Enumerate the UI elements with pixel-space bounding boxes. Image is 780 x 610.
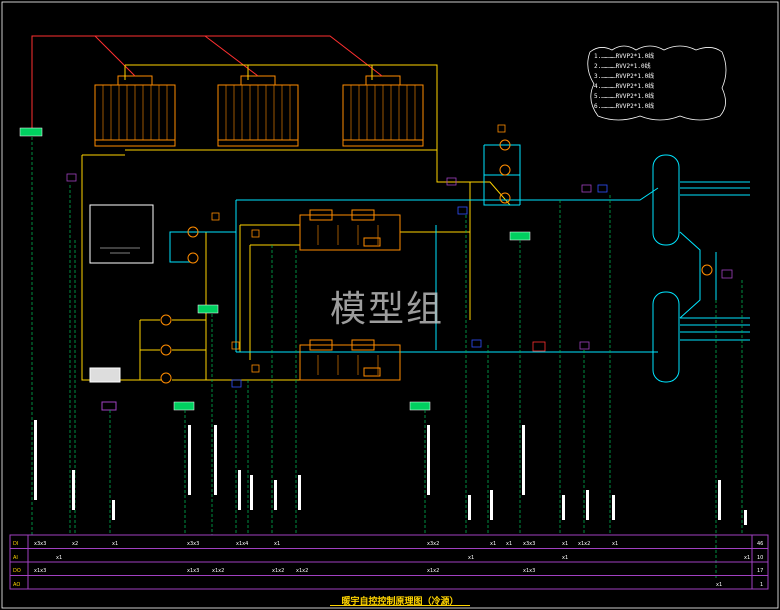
svg-text:x3x2: x3x2 xyxy=(427,541,439,547)
svg-text:x1x3: x1x3 xyxy=(34,568,46,574)
bus-label-ai: AI xyxy=(13,555,18,561)
bus-marks: x3x3 x2 x1 x3x3 x1x4 x1 x3x2 x1 x1 x3x3 … xyxy=(34,541,750,588)
bus-total-di: 46 xyxy=(757,541,763,547)
svg-text:x1: x1 xyxy=(274,541,280,547)
notes-cloud xyxy=(587,45,727,121)
title-underline xyxy=(330,605,470,606)
svg-text:x3x3: x3x3 xyxy=(523,541,535,547)
svg-text:x1: x1 xyxy=(468,555,474,561)
io-bus-table xyxy=(9,534,769,590)
watermark: 模型组 xyxy=(330,289,445,330)
cooling-tower-3 xyxy=(342,75,424,147)
bus-label-di: DI xyxy=(13,541,18,547)
pumps xyxy=(160,139,713,384)
svg-text:x1x2: x1x2 xyxy=(578,541,590,547)
bus-total-do: 17 xyxy=(757,568,763,574)
svg-text:x1x3: x1x3 xyxy=(523,568,535,574)
power-lines xyxy=(31,35,383,128)
cooling-tower-1 xyxy=(94,75,176,147)
drawing-title-text: 暖宇自控控制原理图（冷源） xyxy=(341,597,459,607)
svg-text:x1: x1 xyxy=(612,541,618,547)
note-line: 6.…………RVVP2*1.0线 xyxy=(594,103,655,110)
bus-total-ao: 1 xyxy=(760,582,763,588)
svg-text:x1x2: x1x2 xyxy=(212,568,224,574)
note-line: 5.…………RVVP2*1.0线 xyxy=(594,93,655,100)
control-lines xyxy=(31,137,743,580)
svg-text:x1: x1 xyxy=(562,541,568,547)
svg-text:x1x4: x1x4 xyxy=(236,541,248,547)
svg-text:x1: x1 xyxy=(562,555,568,561)
bus-row-labels: DI AI DO AO 46 10 17 1 xyxy=(13,541,763,588)
sensors xyxy=(66,124,733,388)
svg-text:x1: x1 xyxy=(744,555,750,561)
svg-text:x1: x1 xyxy=(56,555,62,561)
svg-text:x2: x2 xyxy=(72,541,78,547)
svg-text:x1x3: x1x3 xyxy=(187,568,199,574)
notes-block: 1.…………RVVP2*1.0线 2.…………RVV2*1.0线 3.…………R… xyxy=(594,52,654,112)
note-line: 1.…………RVVP2*1.0线 xyxy=(594,53,655,60)
return-header xyxy=(652,291,680,383)
cooling-tower-2 xyxy=(217,75,299,147)
svg-text:x1: x1 xyxy=(506,541,512,547)
svg-text:x3x3: x3x3 xyxy=(34,541,46,547)
chiller-1 xyxy=(299,209,401,251)
note-line: 2.…………RVV2*1.0线 xyxy=(594,63,651,70)
svg-text:x1x2: x1x2 xyxy=(427,568,439,574)
svg-text:x1: x1 xyxy=(112,541,118,547)
controllers xyxy=(19,127,531,411)
svg-text:x3x3: x3x3 xyxy=(187,541,199,547)
svg-text:x1x2: x1x2 xyxy=(272,568,284,574)
bus-label-ao: AO xyxy=(13,582,20,588)
svg-text:x1x2: x1x2 xyxy=(296,568,308,574)
bus-total-ai: 10 xyxy=(757,555,763,561)
water-treatment xyxy=(89,367,121,411)
supply-header xyxy=(652,154,680,246)
svg-text:x1: x1 xyxy=(716,582,722,588)
cable-spec-labels xyxy=(34,420,747,525)
expansion-tank xyxy=(89,204,154,264)
svg-text:x1: x1 xyxy=(490,541,496,547)
chilled-water-piping xyxy=(169,144,750,353)
note-line: 3.…………RVVP2*1.0线 xyxy=(594,73,655,80)
chiller-2 xyxy=(299,339,401,381)
drawing-title: 暖宇自控控制原理图（冷源） xyxy=(300,594,500,607)
bus-label-do: DO xyxy=(13,568,21,574)
note-line: 4.…………RVVP2*1.0线 xyxy=(594,83,655,90)
